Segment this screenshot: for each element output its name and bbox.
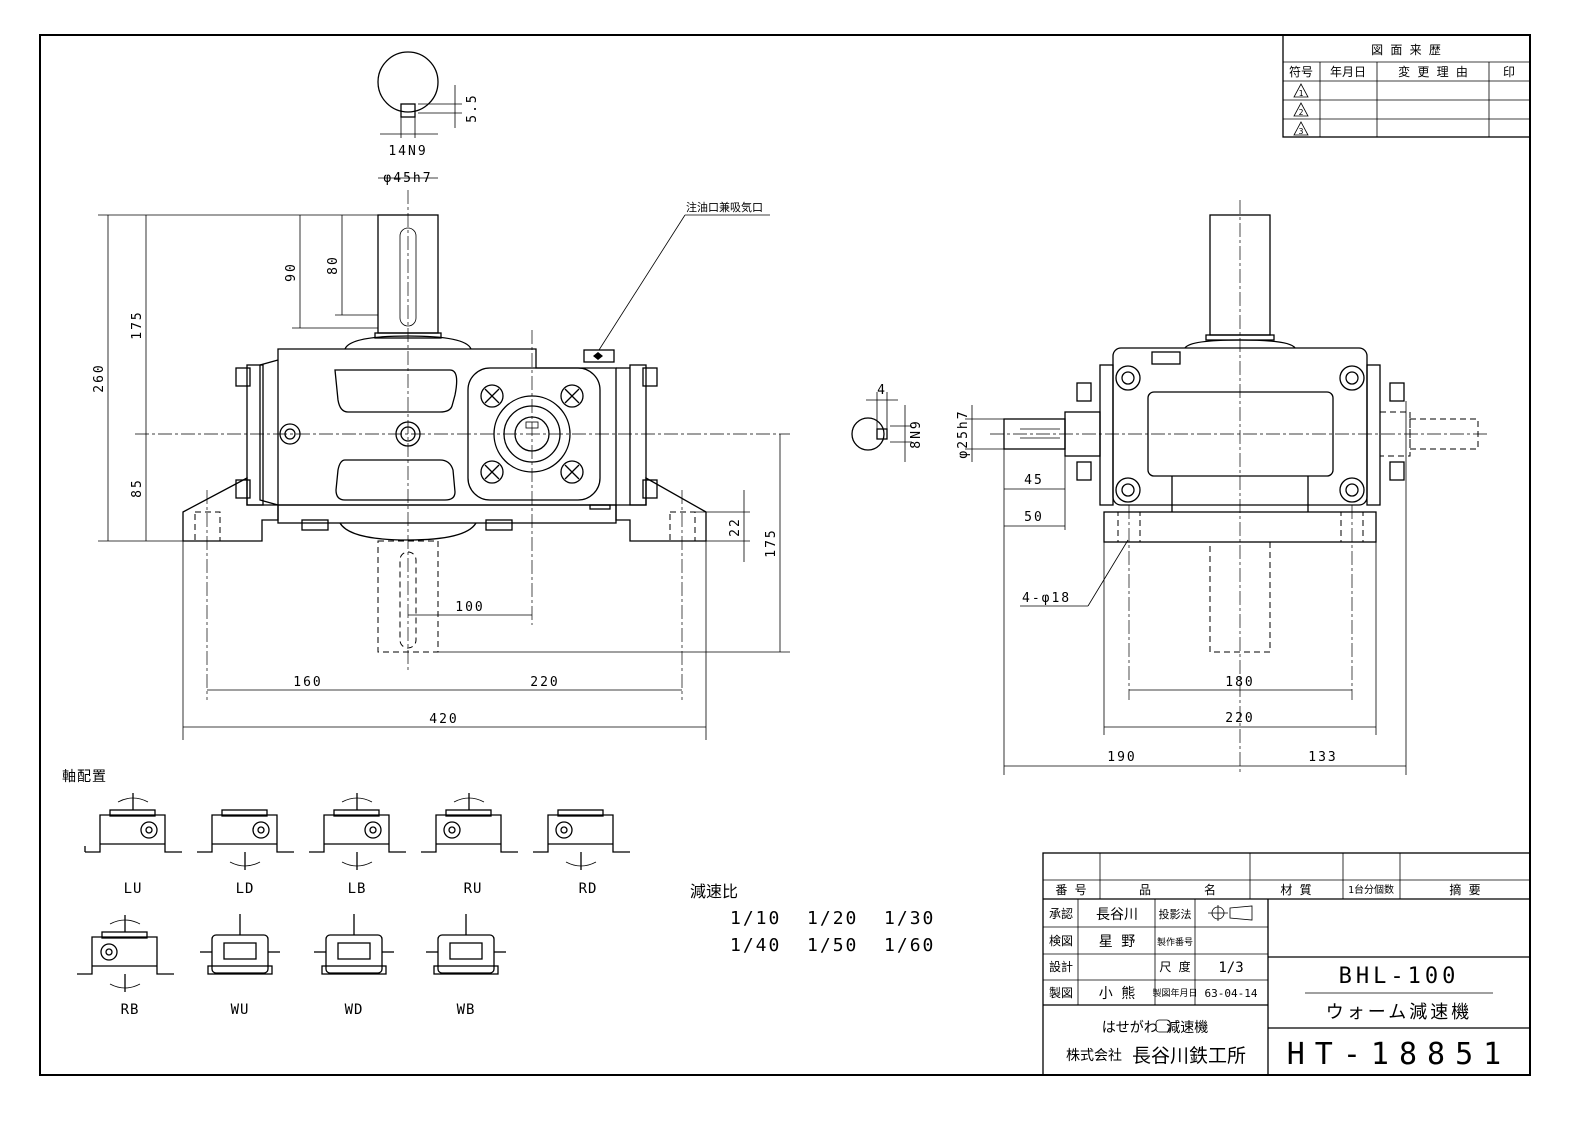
tb-scale-label: 尺 度: [1159, 959, 1190, 974]
tb-drawn-name: 小 熊: [1099, 986, 1135, 1002]
revision-header-stamp: 印: [1503, 65, 1515, 79]
arrangement-RU: RU: [421, 793, 518, 897]
ratio-row-2: 1/40 1/50 1/60: [730, 935, 935, 956]
tb-header-name2: 名: [1204, 882, 1216, 897]
dim-180: 180: [1225, 675, 1254, 690]
arrangement-label-WU: WU: [231, 1002, 250, 1018]
arrangement-LB: LB: [309, 793, 406, 897]
revision-header-date: 年月日: [1330, 65, 1366, 79]
arrangement-WD: WD: [314, 914, 394, 1018]
arrangement-label-LU: LU: [124, 881, 143, 897]
revision-header-symbol: 符号: [1289, 64, 1313, 79]
dim-80: 80: [326, 255, 341, 275]
arrangement-LD: LD: [197, 809, 294, 897]
dim-190: 190: [1107, 750, 1136, 765]
tb-design-label: 設計: [1049, 959, 1073, 974]
side-view: φ25h7 45 50 4-φ18 180 220 190 133: [956, 200, 1490, 775]
key-section-detail-side: 4 8N9: [851, 383, 924, 462]
ratio-title: 減速比: [690, 882, 738, 901]
tb-product-name: ウォーム減速機: [1326, 1002, 1472, 1023]
arrangement-label-LD: LD: [236, 881, 255, 897]
revision-mark-1: 1: [1299, 89, 1304, 98]
front-shaft-dia-label: φ45h7: [383, 171, 432, 186]
arrangement-LU: LU: [84, 793, 182, 897]
dim-220: 220: [530, 675, 559, 690]
revision-mark-3: 3: [1299, 127, 1304, 136]
key-section-detail-top: 14N9 5.5: [377, 51, 480, 159]
arrangement-label-RD: RD: [579, 881, 598, 897]
tb-header-no: 番 号: [1055, 883, 1086, 897]
hole-note: 4-φ18: [1022, 591, 1071, 606]
tb-header-name: 品: [1139, 883, 1151, 897]
third-angle-projection-icon: [1208, 905, 1253, 921]
key-width-label: 14N9: [388, 144, 427, 159]
revision-table: 図 面 来 歴 符号 年月日 変 更 理 由 印 1 2 3: [1282, 34, 1531, 138]
arrangement-label-RU: RU: [464, 881, 483, 897]
arrangement-WB: WB: [426, 914, 506, 1018]
tb-header-remarks: 摘 要: [1449, 882, 1480, 897]
revision-mark-2: 2: [1299, 108, 1304, 117]
tb-header-material: 材 質: [1280, 882, 1311, 897]
tb-scale-value: 1/3: [1218, 960, 1243, 976]
revision-header-reason: 変 更 理 由: [1398, 64, 1468, 79]
arrangement-WU: WU: [200, 914, 280, 1018]
tb-checked-name: 星 野: [1099, 934, 1135, 950]
dim-260: 260: [92, 363, 107, 392]
title-block: 番 号 品 名 材 質 1台分個数 摘 要 承認 長谷川 投影法 検図 星 野 …: [1042, 852, 1531, 1076]
dim-420: 420: [429, 712, 458, 727]
arrangement-label-WB: WB: [457, 1002, 476, 1018]
dim-22: 22: [728, 517, 743, 537]
tb-date-label: 製図年月日: [1152, 987, 1197, 999]
tb-checked-label: 検図: [1049, 934, 1073, 948]
company-logo-icon: [1155, 1019, 1171, 1033]
dim-175-left: 175: [130, 310, 145, 339]
tb-drawing-number: HT-18851: [1287, 1037, 1512, 1072]
tb-projection-label: 投影法: [1159, 907, 1192, 921]
tb-date-value: 63-04-14: [1205, 987, 1258, 1000]
tb-approved-label: 承認: [1049, 906, 1073, 921]
key-depth-label: 5.5: [465, 93, 480, 122]
arrangement-label-LB: LB: [348, 881, 367, 897]
tb-header-qty: 1台分個数: [1348, 883, 1394, 896]
tb-model: BHL-100: [1339, 964, 1460, 989]
dim-175-right: 175: [764, 528, 779, 557]
arrangement-RB: RB: [77, 915, 174, 1018]
dim-50: 50: [1024, 510, 1044, 525]
arrangement-RD: RD: [533, 809, 630, 897]
tb-approved-name: 長谷川: [1096, 907, 1138, 923]
dim-220-side: 220: [1225, 711, 1254, 726]
sheet-border: [39, 34, 1531, 1076]
dim-90: 90: [284, 262, 299, 282]
tb-company-name: 長谷川鉄工所: [1132, 1045, 1246, 1067]
side-shaft-dia-label: φ25h7: [956, 409, 971, 458]
arrangement-title: 軸配置: [62, 769, 107, 785]
front-view: φ45h7: [92, 171, 790, 740]
ratio-row-1: 1/10 1/20 1/30: [730, 908, 935, 929]
small-key-label: 8N9: [909, 419, 924, 448]
tb-company-line1: はせがわ 減速機: [1102, 1019, 1208, 1036]
arrangement-label-WD: WD: [345, 1002, 364, 1018]
dim-100: 100: [455, 600, 484, 615]
oil-port-note: 注油口兼吸気口: [686, 200, 763, 214]
dim-85: 85: [130, 478, 145, 498]
tb-company-prefix: 株式会社: [1066, 1048, 1122, 1064]
arrangement-label-RB: RB: [121, 1002, 140, 1018]
small-key-width: 4: [877, 383, 887, 398]
tb-maker-no-label: 製作番号: [1157, 936, 1193, 948]
revision-title: 図 面 来 歴: [1371, 43, 1441, 57]
dim-160: 160: [293, 675, 322, 690]
dim-133: 133: [1308, 750, 1337, 765]
tb-drawn-label: 製図: [1049, 986, 1073, 1000]
dim-45: 45: [1024, 473, 1044, 488]
